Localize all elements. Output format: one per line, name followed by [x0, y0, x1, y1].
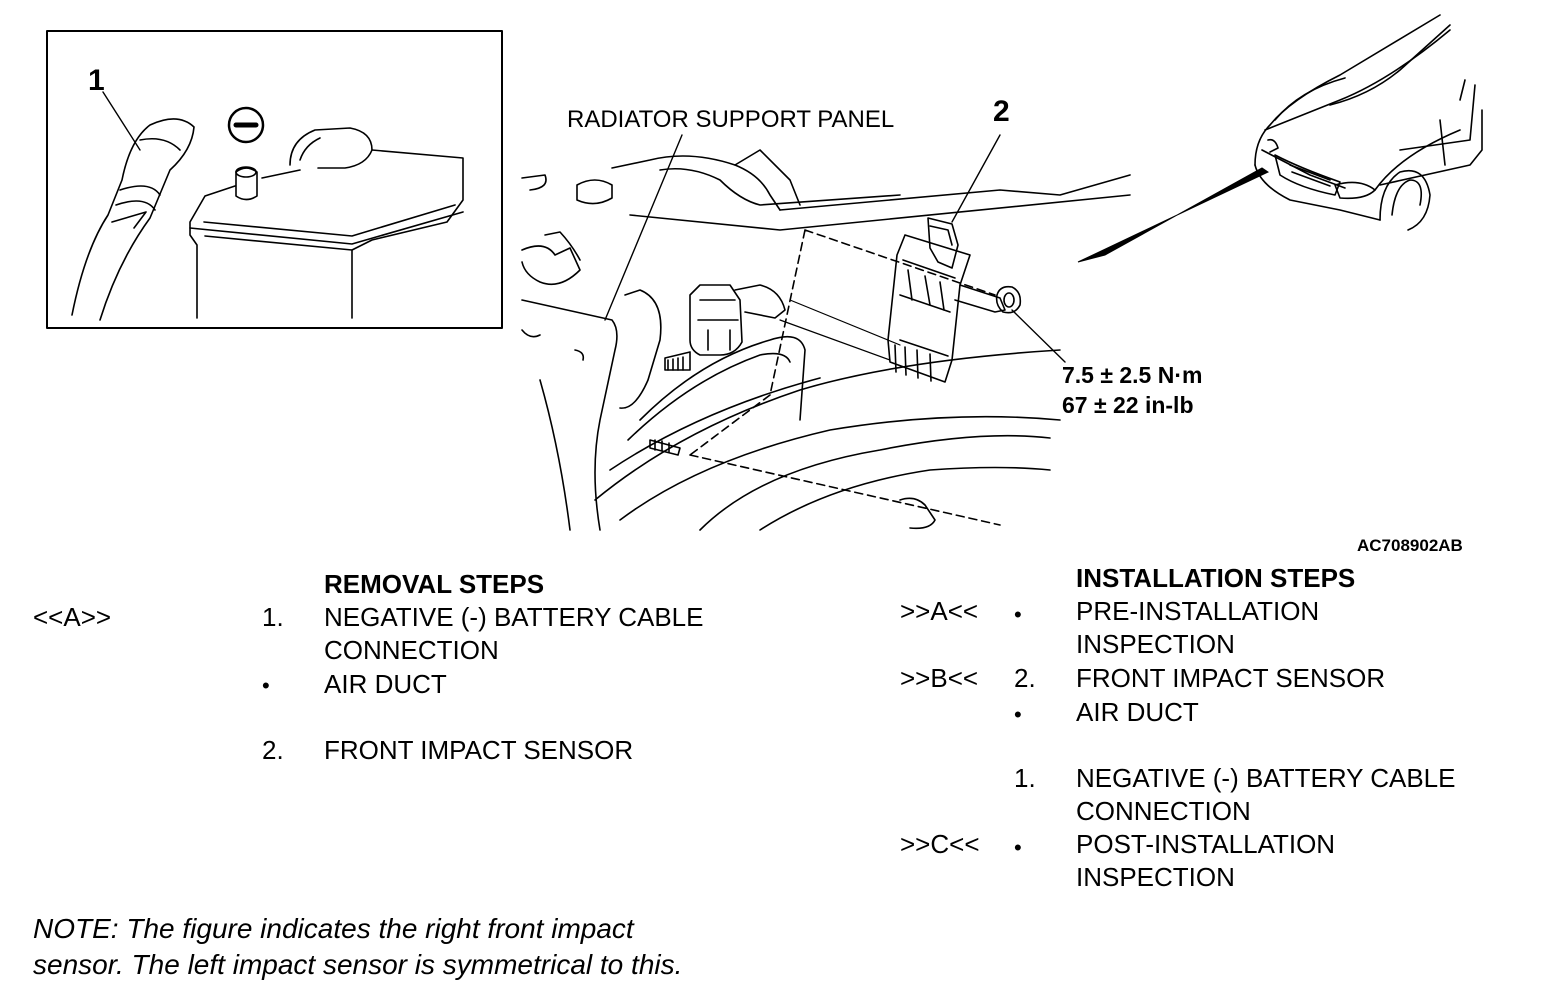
engine-bay-drawing	[521, 134, 1131, 531]
view-pointer	[1077, 167, 1270, 263]
removal-heading: REMOVAL STEPS	[324, 569, 545, 599]
installation-step-text: INSPECTION	[1076, 629, 1235, 659]
car-silhouette	[1254, 14, 1483, 231]
installation-heading: INSTALLATION STEPS	[1076, 563, 1356, 593]
installation-step-bullet: •	[1014, 602, 1022, 627]
torque-inlb-label: 67 ± 22 in-lb	[1062, 392, 1194, 418]
installation-step-text: FRONT IMPACT SENSOR	[1076, 663, 1386, 693]
note-line-1: NOTE: The figure indicates the right fro…	[33, 913, 634, 944]
battery-inset	[46, 30, 503, 329]
radiator-support-panel-label: RADIATOR SUPPORT PANEL	[567, 106, 895, 133]
installation-ref-a: >>A<<	[900, 596, 979, 626]
torque-nm-label: 7.5 ± 2.5 N·m	[1062, 362, 1203, 388]
installation-step-text: INSPECTION	[1076, 862, 1235, 892]
installation-step-bullet: •	[1014, 702, 1022, 727]
installation-step-text: PRE-INSTALLATION	[1076, 596, 1320, 626]
note-line-2: sensor. The left impact sensor is symmet…	[33, 949, 683, 980]
removal-step-text: FRONT IMPACT SENSOR	[324, 735, 634, 765]
installation-ref-b: >>B<<	[900, 663, 979, 693]
removal-step-num: 1.	[262, 602, 284, 632]
removal-step-num: 2.	[262, 735, 284, 765]
figure-code: AC708902AB	[1357, 536, 1463, 555]
installation-step-num: 1.	[1014, 763, 1036, 793]
installation-step-num: 2.	[1014, 663, 1036, 693]
removal-step-text: NEGATIVE (-) BATTERY CABLE	[324, 602, 704, 632]
removal-step-text: CONNECTION	[324, 635, 499, 665]
installation-ref-c: >>C<<	[900, 829, 980, 859]
removal-step-bullet: •	[262, 673, 270, 698]
callout-2: 2	[993, 95, 1010, 128]
installation-step-text: AIR DUCT	[1076, 697, 1199, 727]
removal-step-text: AIR DUCT	[324, 669, 447, 699]
impact-sensor	[887, 234, 971, 383]
removal-ref-a: <<A>>	[33, 602, 112, 632]
installation-step-text: CONNECTION	[1076, 796, 1251, 826]
installation-step-text: NEGATIVE (-) BATTERY CABLE	[1076, 763, 1456, 793]
callout-1: 1	[88, 64, 105, 97]
installation-step-bullet: •	[1014, 835, 1022, 860]
installation-step-text: POST-INSTALLATION	[1076, 829, 1336, 859]
